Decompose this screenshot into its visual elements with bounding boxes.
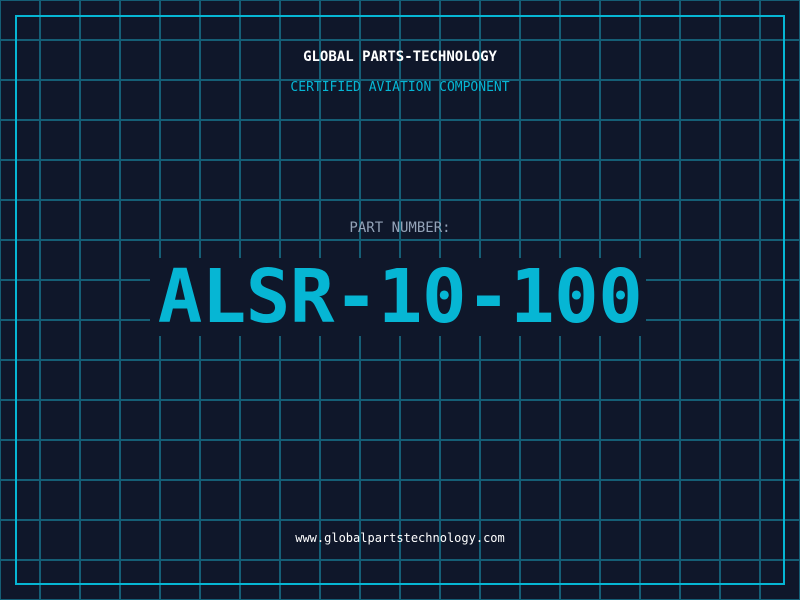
website-url: www.globalpartstechnology.com bbox=[295, 531, 505, 545]
brand-name: GLOBAL PARTS-TECHNOLOGY bbox=[303, 49, 497, 65]
part-number-label: PART NUMBER: bbox=[349, 220, 451, 236]
card-border bbox=[15, 15, 785, 585]
certification-subtitle: CERTIFIED AVIATION COMPONENT bbox=[290, 80, 510, 95]
part-number-backdrop bbox=[150, 258, 646, 336]
part-number-value: ALSR-10-100 bbox=[157, 254, 643, 340]
